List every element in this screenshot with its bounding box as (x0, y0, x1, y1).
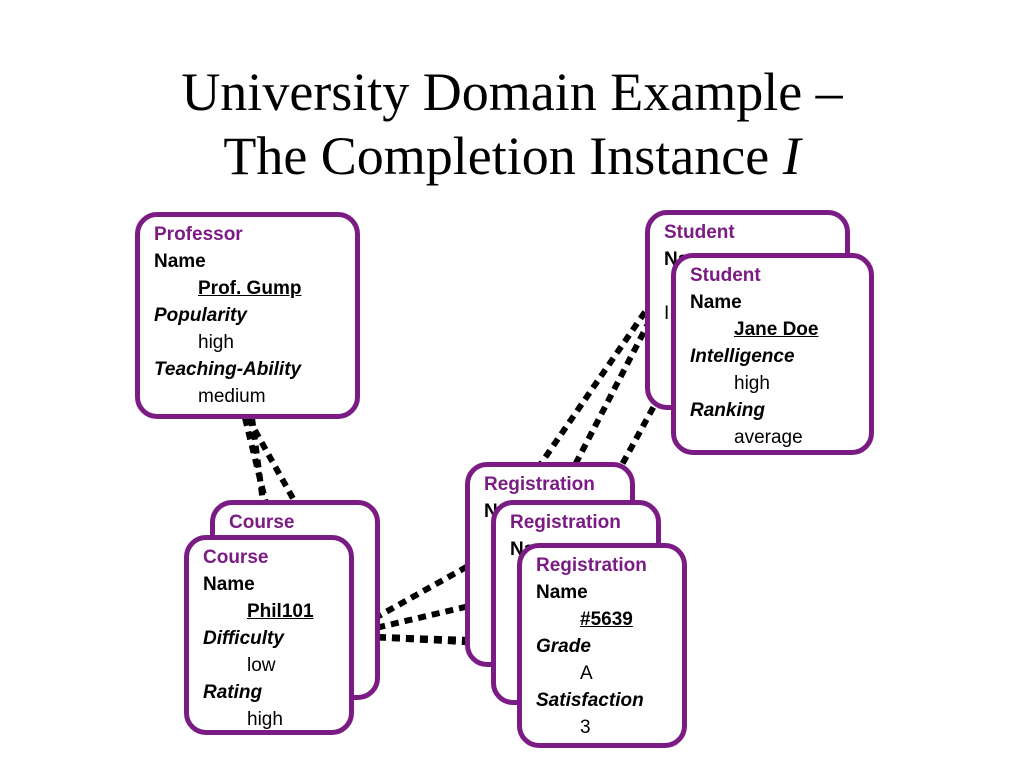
student-back-partial-text-2: I (664, 303, 670, 324)
course-card: Course Name Phil101 Difficulty low Ratin… (184, 535, 354, 735)
course-difficulty-label: Difficulty (203, 628, 284, 649)
slide-title: University Domain Example – The Completi… (0, 60, 1024, 188)
link-course-registration-2 (349, 597, 496, 637)
registration-satisfaction-value: 3 (580, 717, 591, 738)
registration-satisfaction-label: Satisfaction (536, 690, 644, 711)
professor-teaching-ability-label: Teaching-Ability (154, 359, 302, 380)
course-name-value: Phil101 (247, 601, 314, 622)
course-rating-value: high (247, 709, 283, 730)
course-rating-label: Rating (203, 682, 263, 703)
registration-grade-value: A (580, 663, 593, 684)
title-line-1: University Domain Example – (181, 62, 843, 122)
registration-name-value: #5639 (580, 609, 633, 630)
student-name-value: Jane Doe (734, 319, 819, 340)
student-class-label: Student (690, 265, 761, 286)
course-difficulty-value: low (247, 655, 276, 676)
link-course-registration-1 (348, 562, 472, 635)
professor-popularity-label: Popularity (154, 305, 247, 326)
student-name-label: Name (690, 292, 742, 313)
registration-back1-class-label: Registration (484, 474, 595, 495)
title-instance-symbol: I (782, 126, 801, 186)
registration-grade-label: Grade (536, 636, 591, 657)
student-card: Student Name Jane Doe Intelligence high … (671, 253, 874, 455)
registration-back2-class-label: Registration (510, 512, 621, 533)
title-line-2-text: The Completion Instance (223, 126, 783, 186)
title-line-2: The Completion Instance I (0, 124, 1024, 188)
course-back-class-label: Course (229, 512, 295, 533)
student-intelligence-label: Intelligence (690, 346, 795, 367)
professor-name-value: Prof. Gump (198, 278, 302, 299)
registration-class-label: Registration (536, 555, 647, 576)
professor-popularity-value: high (198, 332, 234, 353)
professor-class-label: Professor (154, 224, 243, 245)
link-student-registration-1 (537, 310, 648, 467)
registration-name-label: Name (536, 582, 588, 603)
professor-name-label: Name (154, 251, 206, 272)
student-ranking-label: Ranking (690, 400, 765, 421)
course-name-label: Name (203, 574, 255, 595)
professor-card: Professor Name Prof. Gump Popularity hig… (135, 212, 360, 419)
registration-card: Registration Name #5639 Grade A Satisfac… (517, 543, 687, 748)
course-class-label: Course (203, 547, 269, 568)
student-intelligence-value: high (734, 373, 770, 394)
student-back-class-label: Student (664, 222, 735, 243)
student-ranking-value: average (734, 427, 803, 448)
professor-teaching-ability-value: medium (198, 386, 266, 407)
